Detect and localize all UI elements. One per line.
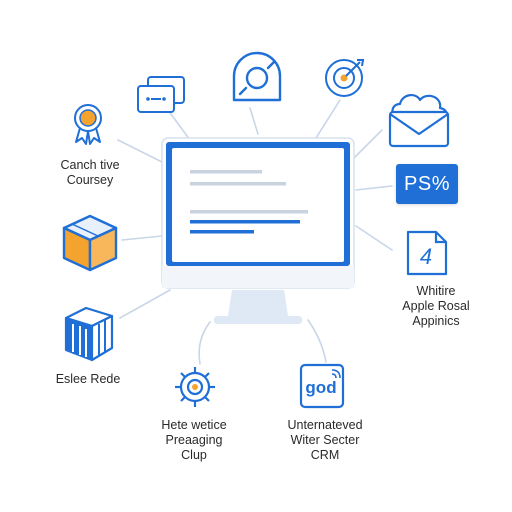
connector-package — [121, 235, 163, 241]
document-glyph: 4 — [420, 244, 432, 269]
connector-cloud — [351, 129, 383, 161]
connector-dome — [249, 107, 259, 135]
connector-target — [315, 99, 341, 139]
god-square-icon: god — [299, 363, 345, 409]
presentation-slides-icon — [137, 76, 185, 113]
connector-doc — [355, 225, 393, 251]
doc-label: Whitire Apple Rosal Appinics — [402, 284, 470, 328]
connector-slides — [167, 109, 191, 141]
desktop-monitor-icon — [161, 137, 355, 324]
orange-box-icon — [62, 214, 118, 272]
gear-icon — [175, 367, 215, 407]
god-glyph: god — [305, 378, 336, 397]
dome-head-icon — [232, 51, 282, 102]
award-ribbon-icon — [74, 104, 102, 145]
connector-badge — [355, 185, 393, 191]
percent-badge: PS% — [396, 164, 458, 204]
striped-cube-icon — [64, 306, 114, 362]
connector-gear — [198, 321, 211, 365]
connector-certificate — [117, 139, 163, 163]
connector-god — [307, 319, 327, 363]
god-label: Unternateved Witer Secter CRM — [287, 418, 363, 462]
certificate-label: Canch tive Coursey — [60, 158, 120, 187]
document-four-icon: 4 — [406, 230, 448, 276]
cloud-envelope-icon — [388, 94, 450, 148]
storage-label: Eslee Rede — [55, 372, 121, 386]
connector-storage — [119, 289, 171, 319]
target-icon — [325, 59, 365, 97]
gear-label: Hete wetice Preaaging Clup — [161, 418, 227, 462]
